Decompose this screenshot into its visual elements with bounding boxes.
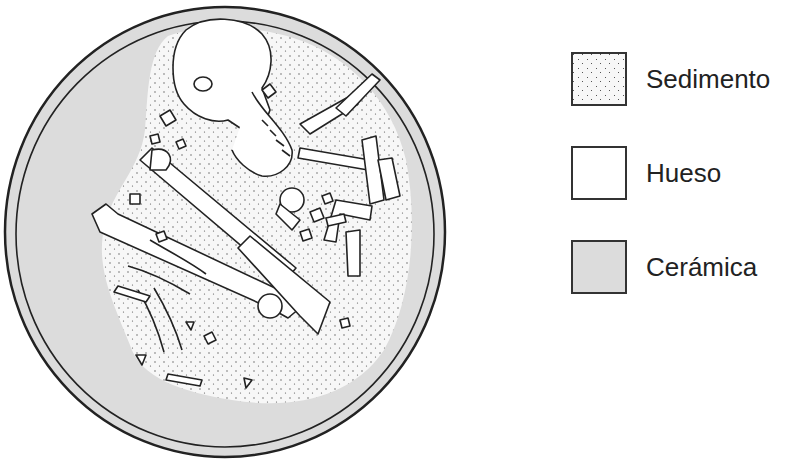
vessel-rim [5, 7, 445, 457]
legend-pattern-swatch [571, 52, 627, 106]
legend-label: Sedimento [646, 64, 770, 95]
legend-swatch [571, 240, 627, 294]
legend-swatch [571, 146, 627, 200]
legend-row: Cerámica [571, 240, 757, 294]
legend-label: Cerámica [646, 252, 757, 283]
legend-row: Hueso [571, 146, 721, 200]
skeleton [92, 19, 400, 388]
legend-row: Sedimento [571, 52, 770, 106]
legend-label: Hueso [646, 158, 721, 189]
